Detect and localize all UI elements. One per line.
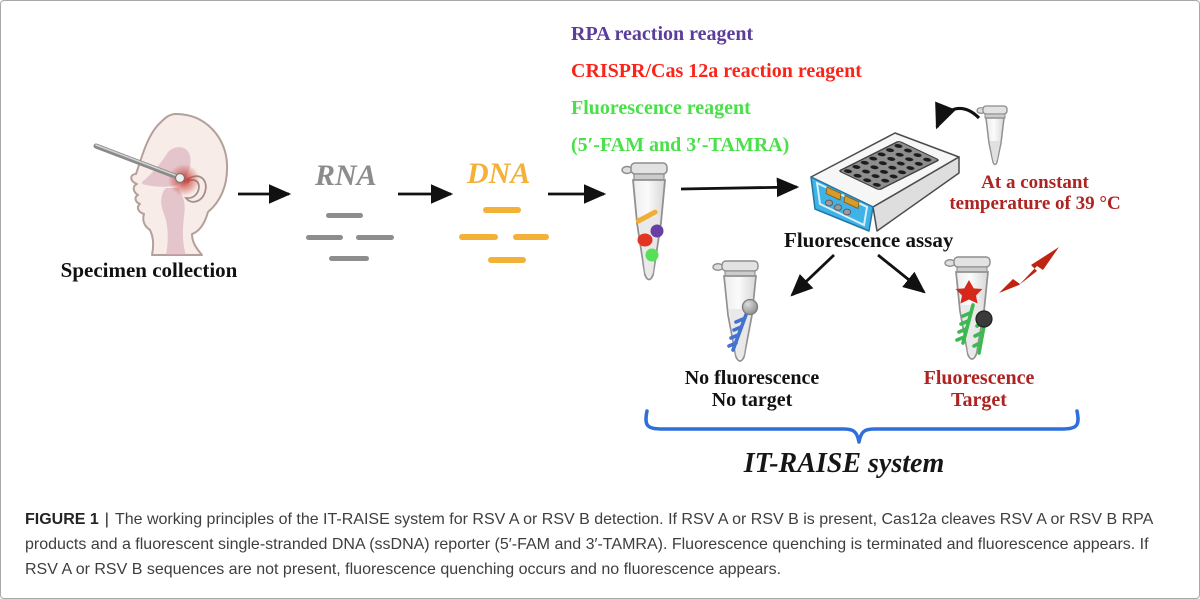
rna-fragment xyxy=(329,256,369,261)
fluorescence-line: Fluorescence xyxy=(923,367,1035,389)
no-target-line: No target xyxy=(711,389,793,411)
reaction-tube-icon xyxy=(621,162,668,281)
negative-result-tube-icon xyxy=(712,260,759,362)
fluorescence-assay-label: Fluorescence assay xyxy=(784,228,954,252)
fluorescence-lightning-icon xyxy=(999,247,1059,293)
fluorophore-star xyxy=(955,280,983,304)
reagent-crispr-label: CRISPR/Cas 12a reaction reagent xyxy=(571,60,862,82)
quencher-ball xyxy=(741,298,759,316)
arrow-tube-to-heatblock xyxy=(680,177,800,198)
quencher-ball xyxy=(975,310,993,328)
display-screen xyxy=(825,186,842,201)
display-screen xyxy=(843,194,860,210)
caption-separator: | xyxy=(104,511,109,528)
temperature-note: At a constant temperature of 39 °C xyxy=(946,172,1124,214)
reagent-list: RPA reaction reagent CRISPR/Cas 12a reac… xyxy=(571,16,862,164)
sample-tube-icon xyxy=(976,105,1008,166)
device-button xyxy=(833,204,843,211)
rna-fragment xyxy=(306,235,343,240)
figure-caption: FIGURE 1 |The working principles of the I… xyxy=(25,507,1177,582)
swab-icon xyxy=(93,143,186,184)
heat-block-icon xyxy=(810,132,960,232)
positive-result-label: Fluorescence Target xyxy=(899,367,1059,411)
device-button xyxy=(842,208,852,216)
device-button xyxy=(824,199,834,207)
dna-fragment xyxy=(513,234,549,240)
negative-result-label: No fluorescence No target xyxy=(677,367,827,411)
rna-fragment xyxy=(356,235,394,240)
no-fluorescence-line: No fluorescence xyxy=(684,367,820,389)
quenched-reporter-strand xyxy=(727,310,749,352)
arrow-assay-to-positive xyxy=(877,253,926,294)
dna-template-in-tube xyxy=(635,209,658,224)
throat-passage xyxy=(161,188,186,255)
rna-fragment xyxy=(326,213,363,218)
head-swab-illustration xyxy=(93,113,229,256)
figure-number: FIGURE 1 xyxy=(25,511,99,528)
arrow-assay-to-negative xyxy=(790,253,835,297)
fluorescence-reagent-dot xyxy=(645,248,659,262)
rna-label: RNA xyxy=(315,159,377,192)
dna-fragment xyxy=(459,234,498,240)
reagent-rpa-label: RPA reaction reagent xyxy=(571,23,754,45)
it-raise-system-label: IT-RAISE system xyxy=(743,448,945,479)
specimen-collection-label: Specimen collection xyxy=(60,258,238,282)
reagent-fam-tamra-label: (5′-FAM and 3′-TAMRA) xyxy=(571,134,790,156)
dna-fragment xyxy=(488,257,526,263)
temperature-note-line1: At a constant xyxy=(981,172,1089,193)
temperature-note-line2: temperature of 39 °C xyxy=(949,193,1121,214)
crispr-reagent-dot xyxy=(637,233,653,247)
device-side xyxy=(872,156,960,232)
dna-label: DNA xyxy=(467,157,531,190)
positive-result-tube-icon xyxy=(944,256,993,360)
rpa-reagent-dot xyxy=(650,224,664,238)
system-brace xyxy=(644,409,1080,444)
caption-text: The working principles of the IT-RAISE s… xyxy=(25,511,1153,578)
well-plate xyxy=(839,141,939,190)
target-line: Target xyxy=(951,389,1007,411)
reagent-fluorescence-label: Fluorescence reagent xyxy=(571,97,751,119)
dna-fragment xyxy=(483,207,521,213)
